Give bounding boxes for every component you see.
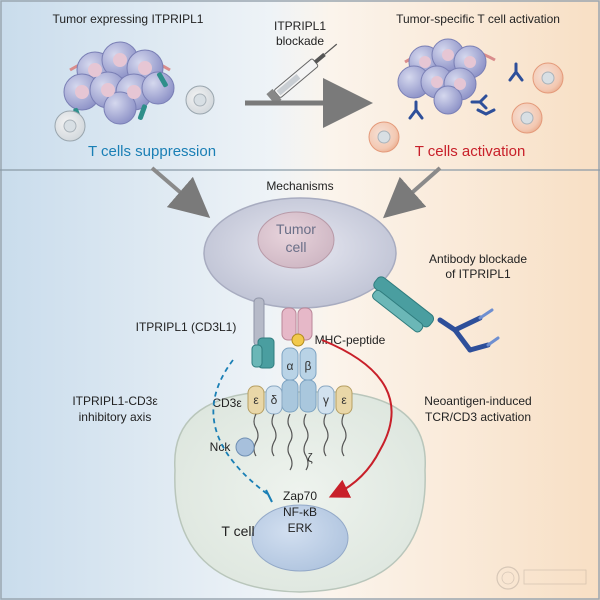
activated-t-cells (368, 62, 564, 153)
mechanisms-title: Mechanisms (266, 179, 333, 193)
zap70-label: Zap70 (283, 489, 317, 503)
mhc-label: MHC-peptide (315, 333, 386, 347)
university-seal-watermark (496, 566, 587, 590)
antibody-label-line1: Antibody blockade (429, 252, 527, 266)
suppression-label: T cells suppression (88, 143, 216, 160)
neo-label-line2: TCR/CD3 activation (425, 410, 531, 424)
blockade-label-line2: blockade (276, 34, 324, 48)
itpripl1-label: ITPRIPL1 (CD3L1) (136, 320, 237, 334)
nck-protein (235, 437, 255, 457)
mhc-peptide (281, 307, 313, 347)
antibody-label-line2: of ITPRIPL1 (445, 267, 511, 281)
tumor-cell-nucleus (257, 211, 335, 269)
right-panel-title: Tumor-specific T cell activation (396, 12, 560, 26)
itpripl1-protein (251, 297, 275, 369)
inhibitory-label-line2: inhibitory axis (79, 410, 152, 424)
activation-label: T cells activation (415, 143, 526, 160)
activation-arrow (321, 339, 393, 498)
itpripl1-antibody-complex (372, 276, 500, 353)
epsilon-right-label: ε (341, 393, 347, 407)
t-cell-label: T cell (221, 523, 254, 539)
beta-label: β (305, 359, 312, 373)
right-down-arrow (382, 166, 442, 219)
inhibitory-arrow (212, 359, 271, 497)
tcr-complex (281, 347, 317, 413)
alpha-label: α (287, 359, 294, 373)
suppressed-t-cells (54, 85, 215, 142)
cd3-subunits (247, 385, 353, 415)
nfkb-label: NF-κB (283, 505, 317, 519)
tumor-cluster-left (63, 41, 175, 125)
inhibitory-label-line1: ITPRIPL1-CD3ε (72, 394, 158, 408)
nck-label: Nck (210, 440, 232, 454)
erk-label: ERK (288, 521, 313, 535)
blockade-label-line1: ITPRIPL1 (274, 19, 326, 33)
tumor-cell-label-line1: Tumor (276, 221, 316, 237)
cd3e-label: CD3ε (212, 396, 242, 410)
left-down-arrow (150, 166, 211, 219)
cd3-tails (253, 413, 347, 471)
epsilon-left-label: ε (253, 393, 259, 407)
antibody-icons-top (408, 62, 524, 120)
left-panel-title: Tumor expressing ITPRIPL1 (53, 12, 204, 26)
tumor-cell-label-line2: cell (285, 239, 306, 255)
delta-label: δ (271, 393, 278, 407)
zeta-label: ζ (307, 451, 313, 465)
inhibitory-arrow-bar (265, 489, 273, 503)
tumor-cluster-right (397, 38, 496, 115)
syringe-icon (266, 43, 338, 105)
neo-label-line1: Neoantigen-induced (424, 394, 531, 408)
gamma-label: γ (323, 393, 329, 407)
t-cell-nucleus (251, 504, 349, 572)
